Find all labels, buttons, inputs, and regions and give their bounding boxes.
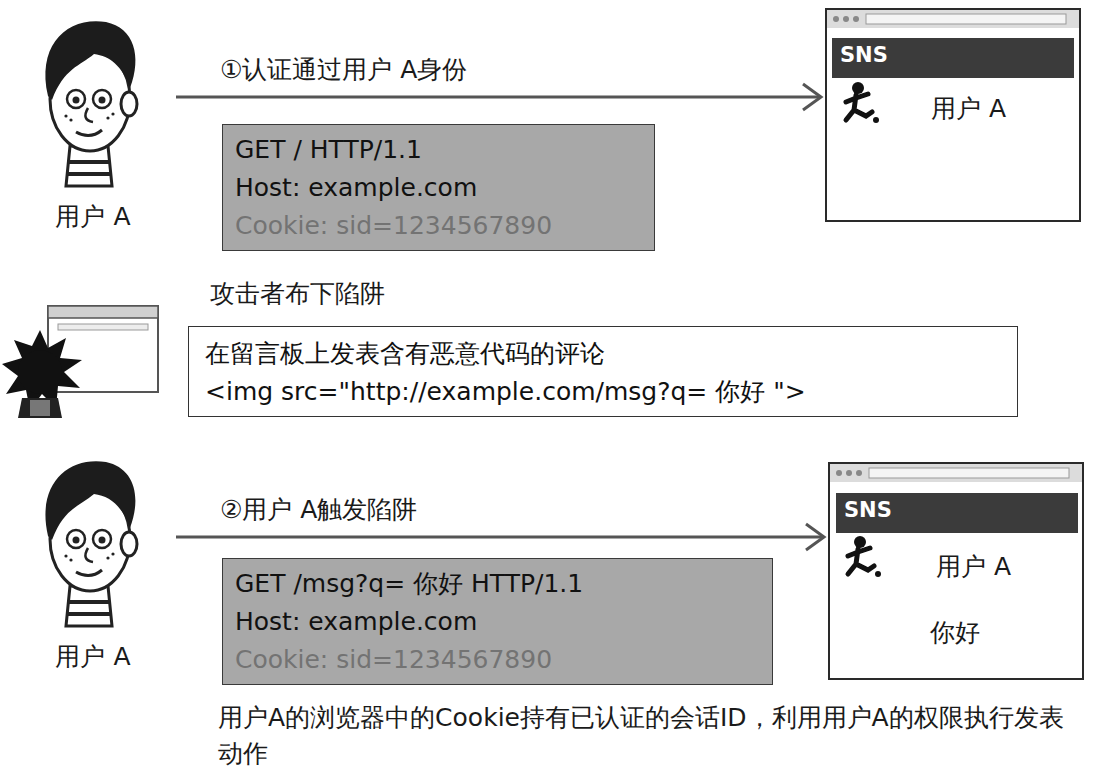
user-label: 用户 A: [14, 638, 172, 676]
node-text: 用户 A: [936, 548, 1011, 586]
comment-box: 在留言板上发表含有恶意代码的评论<img src="http://example…: [188, 326, 1018, 417]
node-text: 你好: [930, 614, 980, 652]
edge-label: ②用户 A触发陷阱: [216, 493, 421, 527]
browser-window: 用户 A 你好 SNS: [828, 462, 1084, 680]
browser-window: 用户 A SNS: [825, 8, 1081, 222]
title-bar: SNS: [832, 38, 1074, 78]
caption-note: 用户A的浏览器中的Cookie持有已认证的会话ID，利用用户A的权限执行发表动作: [218, 700, 1080, 772]
arrow-head: [806, 524, 824, 550]
user-figure: 用户 A: [14, 8, 172, 240]
title-bar: SNS: [836, 493, 1078, 533]
bar-title: SNS: [844, 493, 892, 527]
node-text: Host: example.com: [235, 603, 760, 641]
arrow-connector: [176, 524, 824, 550]
user-figure: 用户 A: [14, 448, 172, 680]
bar-title: SNS: [840, 38, 888, 72]
node-text: Host: example.com: [235, 169, 642, 207]
node-text: Cookie: sid=1234567890: [235, 207, 642, 245]
node-text: Cookie: sid=1234567890: [235, 641, 760, 679]
arrow-connector: [176, 84, 821, 110]
arrow-line: [176, 536, 824, 539]
node-text: GET /msg?q= 你好 HTTP/1.1: [235, 565, 760, 603]
http-request-box: GET / HTTP/1.1Host: example.comCookie: s…: [222, 124, 655, 251]
node-text: <img src="http://example.com/msg?q= 你好 "…: [205, 373, 1001, 411]
node-text: GET / HTTP/1.1: [235, 131, 642, 169]
http-request-box: GET /msg?q= 你好 HTTP/1.1Host: example.com…: [222, 558, 773, 685]
arrow-head: [803, 84, 821, 110]
edge-label: ①认证通过用户 A身份: [216, 53, 471, 87]
note-text: 攻击者布下陷阱: [210, 276, 610, 312]
node-text: 用户 A: [931, 90, 1006, 128]
node-text: 在留言板上发表含有恶意代码的评论: [205, 335, 1001, 373]
arrow-line: [176, 96, 821, 99]
user-label: 用户 A: [14, 198, 172, 236]
